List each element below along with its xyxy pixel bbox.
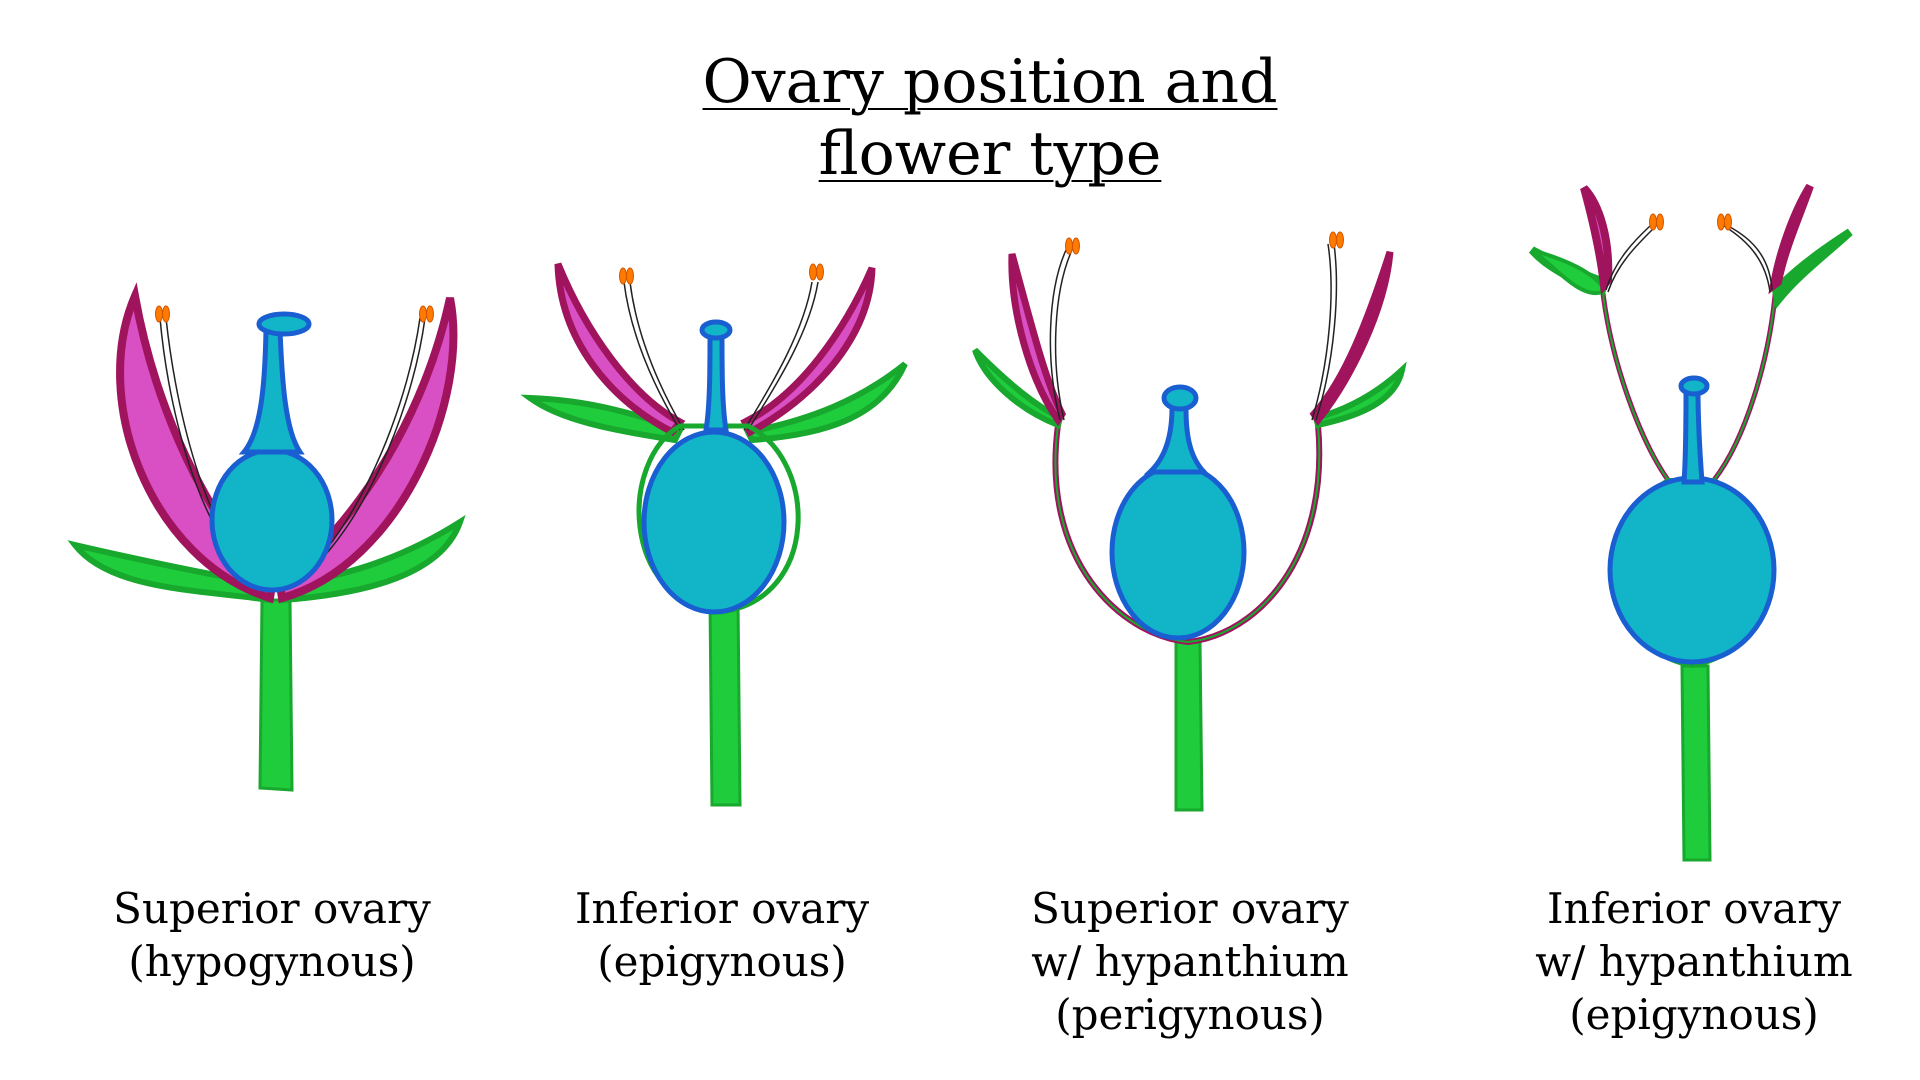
style xyxy=(238,327,305,455)
anther-left xyxy=(619,267,634,285)
ovary xyxy=(209,447,335,593)
anther-right xyxy=(419,305,434,323)
flower-epigynous xyxy=(520,262,908,807)
caption-line-1: Superior ovary xyxy=(113,884,431,933)
anther-left xyxy=(155,305,170,323)
anther-right xyxy=(1329,231,1344,249)
stem xyxy=(1680,664,1712,862)
title-line-1: Ovary position and xyxy=(702,47,1278,117)
petal-right xyxy=(1309,250,1394,426)
ovary xyxy=(1607,475,1777,665)
caption-line-1: Inferior ovary xyxy=(574,884,870,933)
style xyxy=(703,331,729,433)
stigma xyxy=(256,311,312,337)
stem xyxy=(258,598,294,792)
anther-right xyxy=(1717,213,1732,231)
hypanthium-left xyxy=(1599,284,1671,482)
stem xyxy=(1174,640,1204,812)
caption-line-1: Superior ovary xyxy=(1031,884,1349,933)
caption-epigynous: Inferior ovary (epigynous) xyxy=(512,882,932,988)
stigma xyxy=(1161,384,1199,412)
stigma xyxy=(699,319,733,341)
flower-hypogynous xyxy=(67,282,466,792)
caption-line-2: (epigynous) xyxy=(597,937,847,986)
caption-line-1: Inferior ovary xyxy=(1546,884,1842,933)
ovary xyxy=(641,429,787,615)
petal-right xyxy=(1768,183,1814,295)
anther-left xyxy=(1649,213,1664,231)
stigma xyxy=(1678,375,1710,397)
sepal-right xyxy=(1312,361,1407,429)
caption-line-3: (epigynous) xyxy=(1569,990,1819,1039)
petal-left xyxy=(1580,185,1613,296)
caption-line-2: w/ hypanthium xyxy=(1031,937,1349,986)
caption-hypogynous: Superior ovary (hypogynous) xyxy=(62,882,482,988)
stem xyxy=(708,598,742,807)
style xyxy=(1681,387,1705,485)
caption-line-2: w/ hypanthium xyxy=(1535,937,1853,986)
sepal-left xyxy=(972,347,1064,430)
flower-perigynous xyxy=(972,231,1407,812)
caption-line-2: (hypogynous) xyxy=(128,937,416,986)
caption-epigynous-hypanthium: Inferior ovary w/ hypanthium (epigynous) xyxy=(1484,882,1904,1041)
sepal-right xyxy=(743,361,908,444)
hypanthium-right xyxy=(1712,284,1779,482)
title-line-2: flower type xyxy=(818,119,1162,189)
caption-line-3: (perigynous) xyxy=(1055,990,1325,1039)
diagram-title: Ovary position and flower type xyxy=(0,46,1920,190)
anther-left xyxy=(1065,237,1080,255)
petal-left xyxy=(554,262,686,437)
style xyxy=(1143,405,1210,475)
sepal-right xyxy=(1771,228,1853,310)
anther-right xyxy=(809,263,824,281)
flower-epigynous-hypanthium xyxy=(1528,183,1853,862)
ovary xyxy=(1109,463,1247,641)
caption-perigynous: Superior ovary w/ hypanthium (perigynous… xyxy=(980,882,1400,1041)
